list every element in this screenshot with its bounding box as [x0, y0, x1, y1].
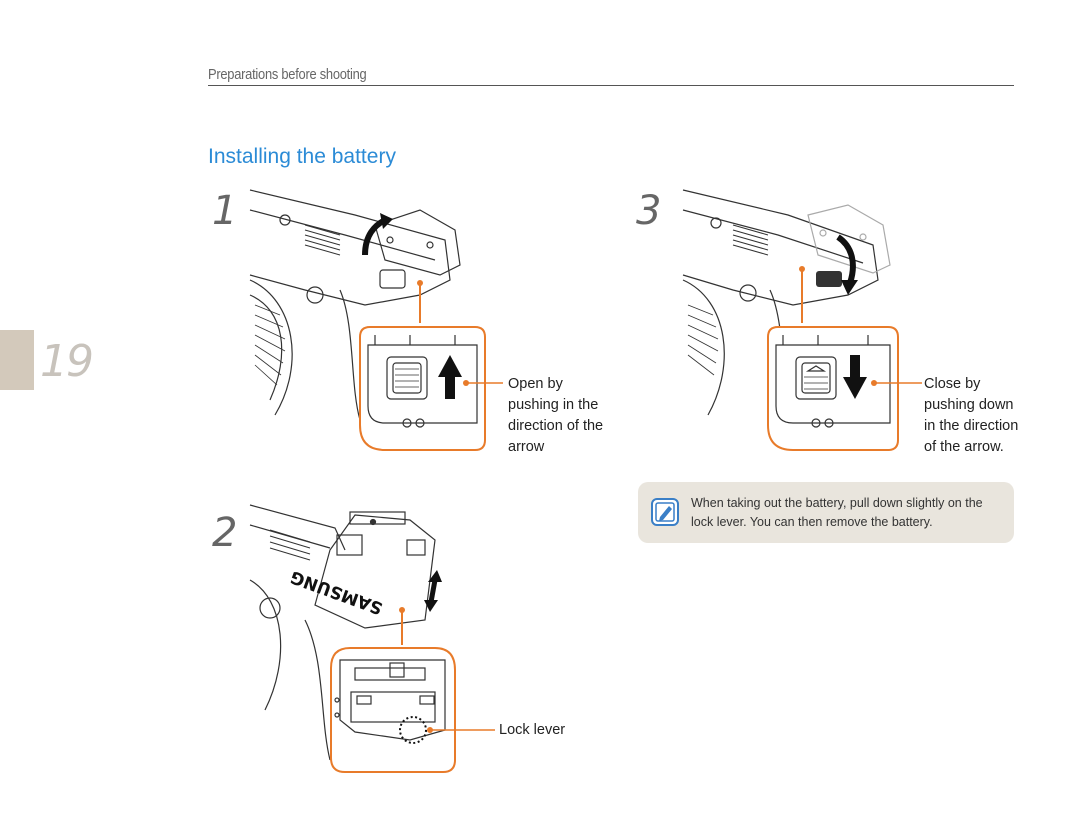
page-tab: [0, 330, 34, 390]
step-1-caption-line: direction of the: [508, 418, 604, 434]
header-rule: [208, 85, 1014, 86]
page-number: 19: [40, 336, 94, 387]
step-2-illustration: SAMSUNG: [249, 504, 495, 773]
step-1-caption: Open by pushing in the direction of the …: [508, 374, 603, 458]
step-2-caption: Lock lever: [499, 720, 565, 741]
step-3-illustration: [682, 189, 922, 451]
step-3-caption-line: pushing down: [924, 397, 1014, 413]
step-1-illustration: [249, 189, 503, 451]
step-3-caption-line: of the arrow.: [924, 439, 1004, 455]
step-2-number: 2: [212, 510, 238, 556]
note-pencil-icon: [651, 498, 679, 526]
step-1-caption-line: pushing in the: [508, 397, 599, 413]
step-1-caption-line: Open by: [508, 376, 563, 392]
step-3-number: 3: [636, 188, 662, 234]
battery-brand: SAMSUNG: [288, 566, 386, 618]
note-text: When taking out the battery, pull down s…: [691, 494, 1009, 532]
note-box: [638, 482, 1014, 543]
note-line: lock lever. You can then remove the batt…: [691, 515, 933, 529]
step-1-caption-line: arrow: [508, 439, 545, 455]
lock-lever-label: Lock lever: [499, 722, 566, 738]
note-line: When taking out the battery, pull down s…: [691, 496, 983, 510]
step-3-caption: Close by pushing down in the direction o…: [924, 374, 1018, 458]
step-1-number: 1: [212, 188, 238, 234]
running-header: Preparations before shooting: [208, 66, 367, 83]
step-3-caption-line: Close by: [924, 376, 981, 392]
step-3-caption-line: in the direction: [924, 418, 1019, 434]
section-title: Installing the battery: [208, 145, 396, 168]
